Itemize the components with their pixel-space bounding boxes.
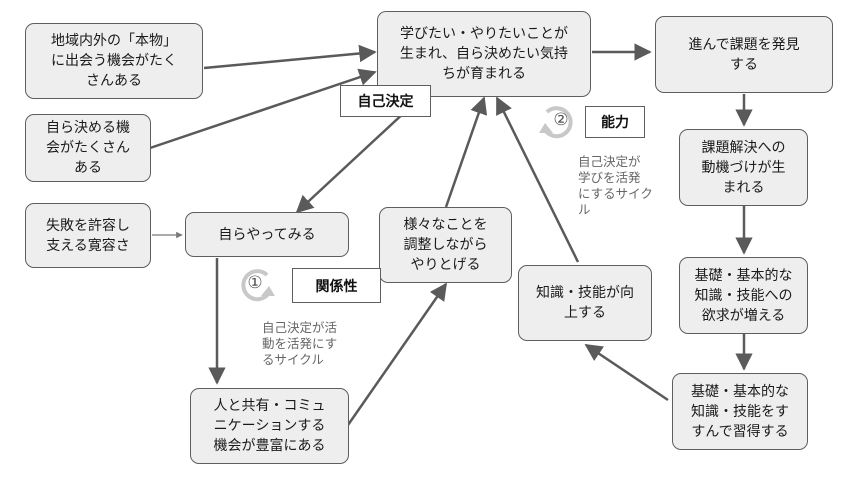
- cycle-icon-2: ②: [538, 103, 576, 141]
- arrow-decide-to-want: [149, 68, 377, 150]
- node-tolerance: 失敗を許容し 支える寛容さ: [25, 203, 151, 268]
- tag-relatedness: 関係性: [292, 268, 381, 303]
- node-skill-up: 知識・技能が向 上する: [518, 265, 652, 341]
- node-share-communicate: 人と共有・コミュ ニケーションする 機会が豊富にある: [190, 388, 349, 464]
- node-motivation: 課題解決への 動機づけが生 まれる: [679, 129, 808, 206]
- node-want-to-learn: 学びたい・やりたいことが 生まれ、自ら決めたい気持 ちが育まれる: [377, 11, 591, 97]
- note-cycle-1: 自己決定が活 動を活発にす るサイクル: [262, 320, 338, 367]
- cycle-number-1: ①: [247, 273, 263, 293]
- refresh-icon: [241, 269, 275, 302]
- tag-competence: 能力: [585, 106, 645, 138]
- tag-self-decision: 自己決定: [340, 85, 431, 117]
- arrow-want-to-try: [295, 97, 421, 214]
- node-real-things: 地域内外の「本物」 に出会う機会がたく さんある: [25, 23, 203, 99]
- arrow-skill-to-want: [495, 96, 580, 263]
- node-discover-issues: 進んで課題を発見 する: [655, 16, 833, 93]
- refresh-icon: [539, 106, 573, 139]
- node-try-yourself: 自らやってみる: [185, 212, 349, 257]
- cycle-icon-1: ①: [238, 266, 276, 304]
- arrow-coordinate-to-want: [444, 96, 488, 208]
- arrow-master-to-skill: [584, 343, 669, 402]
- node-decide-opportunity: 自ら決める機 会がたくさん ある: [25, 114, 151, 182]
- cycle-number-2: ②: [553, 110, 569, 130]
- arrow-share-to-coordinate: [346, 282, 448, 426]
- node-desire-basics: 基礎・基本的な 知識・技能への 欲求が増える: [679, 257, 808, 334]
- arrow-real-to-want: [203, 44, 377, 70]
- node-coordinate: 様々なことを 調整しながら やりとげる: [379, 207, 512, 283]
- note-cycle-2: 自己決定が 学びを活発 にするサイク ル: [578, 154, 653, 217]
- node-master-basics: 基礎・基本的な 知識・技能をす すんで習得する: [672, 373, 808, 450]
